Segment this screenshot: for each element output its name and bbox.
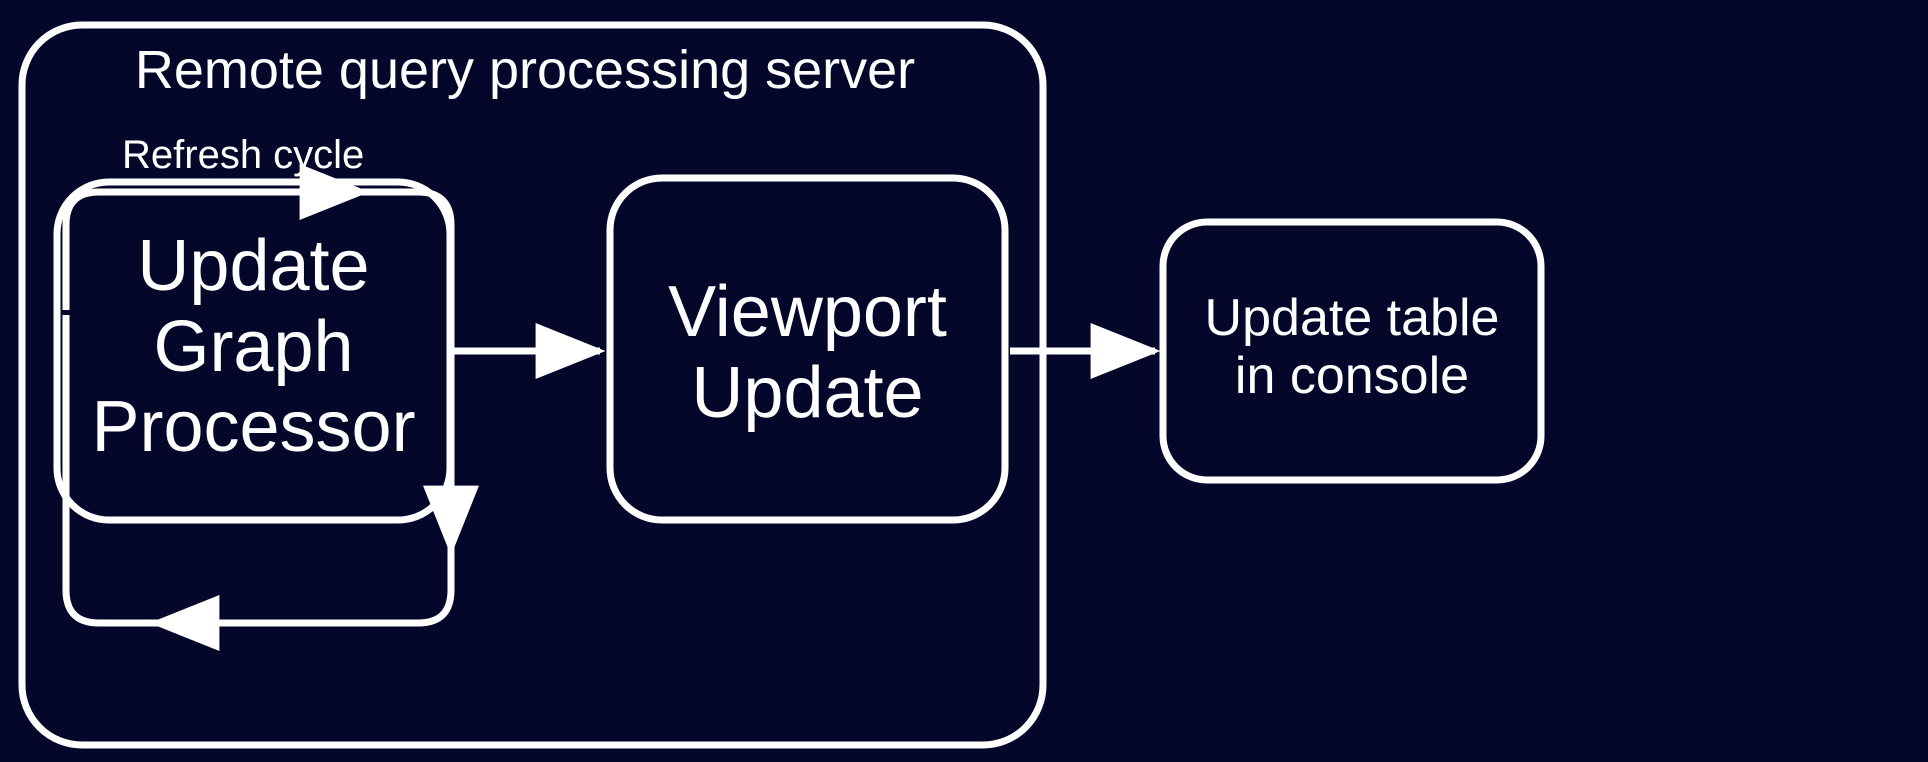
node-update-graph-processor[interactable] bbox=[53, 178, 454, 524]
container-remote-query-processing-server bbox=[18, 21, 1047, 749]
edge-refresh-loop-left bbox=[62, 315, 155, 627]
edge-refresh-loop-right bbox=[364, 188, 479, 556]
edge-refresh-loop-bottom bbox=[149, 550, 455, 651]
edge-refresh-loop-top bbox=[62, 164, 370, 310]
node-viewport-update[interactable] bbox=[606, 174, 1009, 524]
node-update-table-in-console[interactable] bbox=[1159, 218, 1545, 484]
